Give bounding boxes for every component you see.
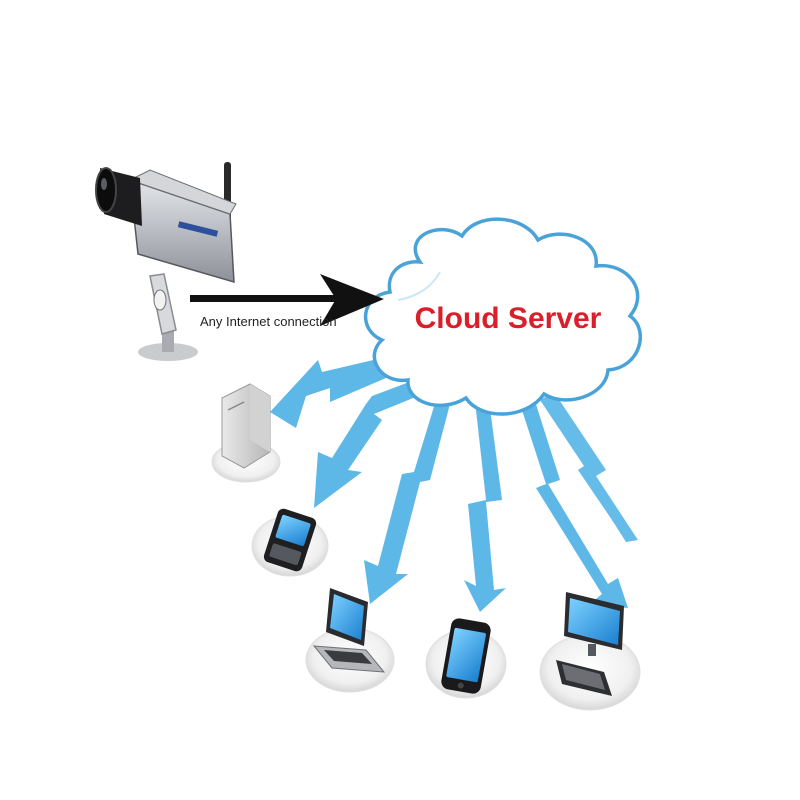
- ip-camera-icon: [95, 162, 237, 361]
- camera-lens: [95, 167, 117, 213]
- camera-top-panel: [128, 169, 237, 215]
- desktop-computer-icon: [539, 592, 641, 711]
- server-slot: [227, 401, 245, 411]
- distribution-arrows: [270, 352, 638, 612]
- arrow-to-desktop-secondary: [540, 392, 638, 542]
- arrow-to-server: [270, 352, 414, 428]
- server-icon: [211, 383, 281, 483]
- cloud-shape: [364, 217, 642, 416]
- smartphone-keyboard: [269, 543, 302, 566]
- connection-arrow-shaft: [190, 295, 338, 302]
- desktop-keyboard-keys: [562, 664, 605, 690]
- smartphone-screen: [275, 514, 311, 547]
- mobile-phone-icon: [425, 618, 507, 699]
- cloud-server[interactable]: Cloud Server: [364, 217, 642, 416]
- connection-arrow-head: [320, 274, 384, 326]
- mobile-phone-home-button: [457, 682, 464, 689]
- laptop-icon: [305, 588, 395, 693]
- arrow-to-laptop: [364, 400, 450, 604]
- laptop-keys: [324, 650, 372, 664]
- mobile-phone-screen: [446, 627, 486, 683]
- camera-lens-glint: [101, 178, 107, 190]
- laptop-screen: [330, 594, 364, 640]
- smartphone-icon: [251, 508, 329, 577]
- internet-connection-arrow: Any Internet connection: [190, 274, 384, 329]
- server-side: [250, 384, 270, 452]
- desktop-monitor-screen: [568, 598, 620, 645]
- desktop-monitor-stand: [588, 644, 596, 656]
- cloud-server-label: Cloud Server: [415, 302, 602, 335]
- arrow-to-mobile-phone: [464, 408, 506, 612]
- arrow-to-desktop: [520, 398, 628, 608]
- camera-brand-label: [177, 221, 219, 237]
- arrow-to-smartphone: [314, 378, 428, 508]
- cloud-inner-highlight: [397, 271, 441, 301]
- camera-mount-knob: [153, 289, 167, 311]
- camera-mount-neck: [162, 330, 174, 352]
- connection-label: Any Internet connection: [200, 314, 337, 329]
